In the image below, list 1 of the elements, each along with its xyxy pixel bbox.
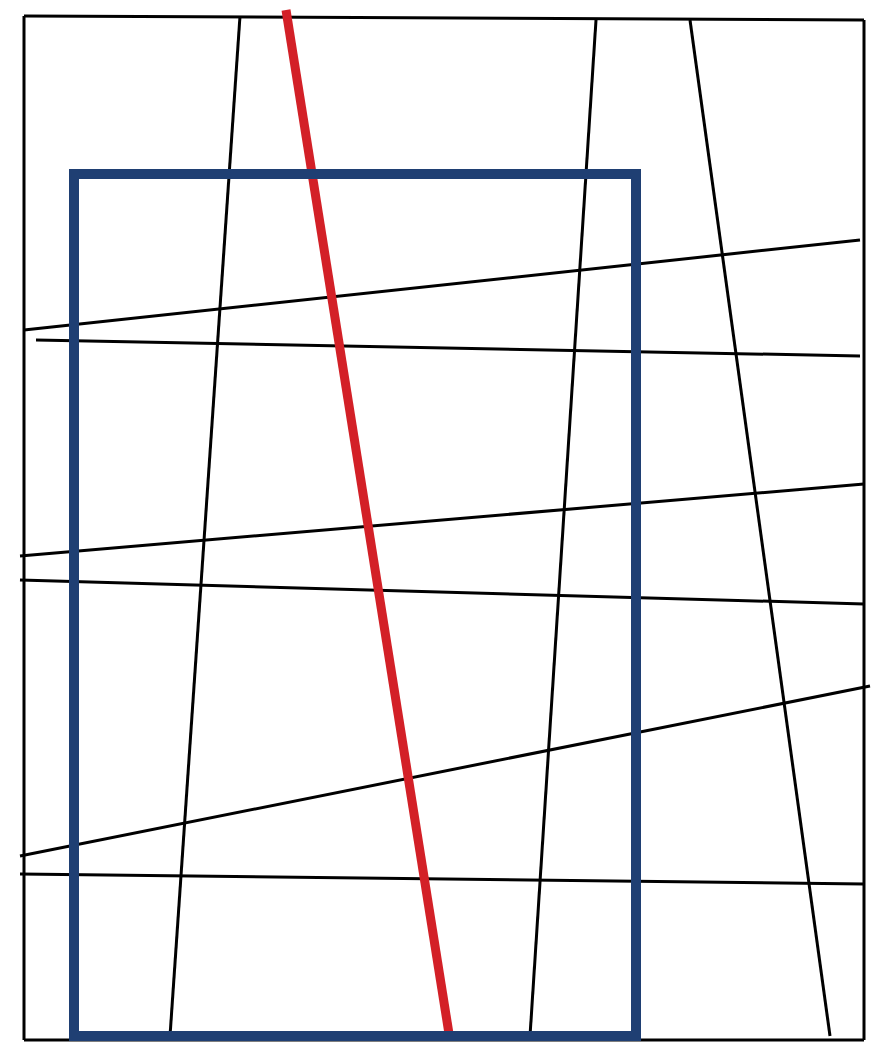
rectangle-outline <box>69 169 641 1041</box>
